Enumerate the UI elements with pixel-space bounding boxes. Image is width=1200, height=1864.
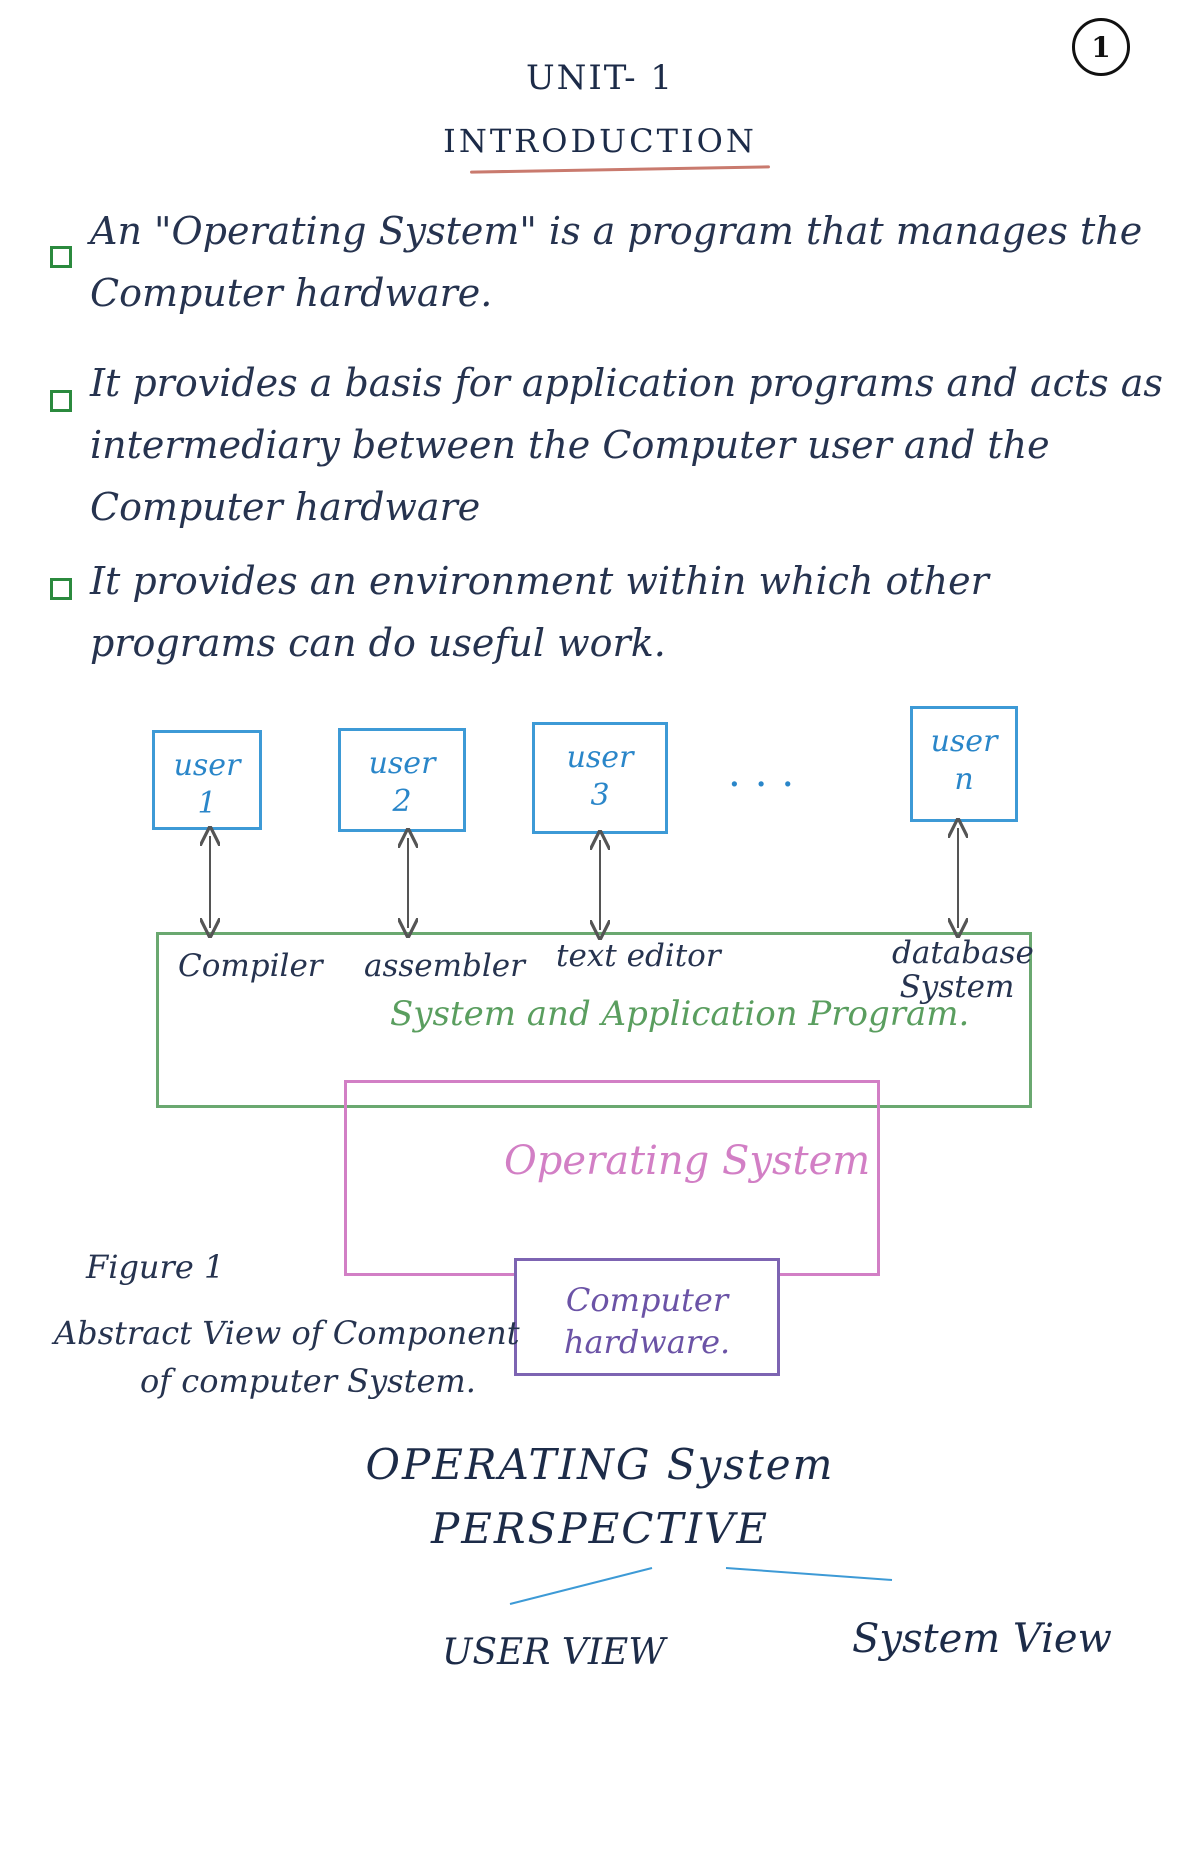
perspective-title-line-1: OPERATING System (365, 1440, 835, 1489)
bullet-checkbox-icon (50, 390, 72, 412)
section-title: INTRODUCTION (443, 122, 757, 160)
paragraph-1: An "Operating System" is a program that … (90, 209, 1143, 315)
tool-compiler: Compiler (178, 948, 323, 984)
user-label: user (368, 746, 436, 781)
user-view-label: USER VIEW (442, 1632, 666, 1673)
system-programs-label: System and Application Program. (390, 994, 970, 1034)
figure-caption-line-2: of computer System. (140, 1362, 476, 1400)
branch-line-user-view (509, 1567, 653, 1605)
unit-title: UNIT- 1 (525, 58, 675, 98)
user-box-n: user n (910, 706, 1018, 822)
figure-number: Figure 1 (86, 1248, 225, 1286)
branch-line-system-view (725, 1567, 893, 1581)
user-label: user (566, 740, 634, 775)
user-label: user (930, 724, 998, 759)
user-number: 2 (392, 784, 412, 819)
figure-caption-line-1: Abstract View of Component (54, 1314, 520, 1352)
user-label: user (173, 748, 241, 783)
user-number: 3 (590, 778, 610, 813)
perspective-title-line-2: PERSPECTIVE (431, 1504, 769, 1553)
bullet-checkbox-icon (50, 578, 72, 600)
computer-hardware-box: Computer hardware. (514, 1258, 780, 1376)
more-users-ellipsis: ... (728, 750, 809, 796)
hardware-label-line-2: hardware. (563, 1323, 731, 1361)
system-view-label: System View (852, 1616, 1112, 1662)
user-number: n (954, 762, 974, 797)
hardware-label-line-1: Computer (565, 1281, 729, 1319)
bullet-checkbox-icon (50, 246, 72, 268)
paragraph-2: It provides a basis for application prog… (90, 361, 1163, 529)
tool-text-editor: text editor (556, 938, 721, 974)
page-number: 1 (1072, 18, 1130, 76)
tool-assembler: assembler (364, 948, 525, 984)
user-number: 1 (197, 786, 217, 821)
tool-database-system: database System (892, 935, 1034, 1005)
paragraph-3: It provides an environment within which … (90, 559, 989, 665)
operating-system-label: Operating System (504, 1138, 871, 1184)
